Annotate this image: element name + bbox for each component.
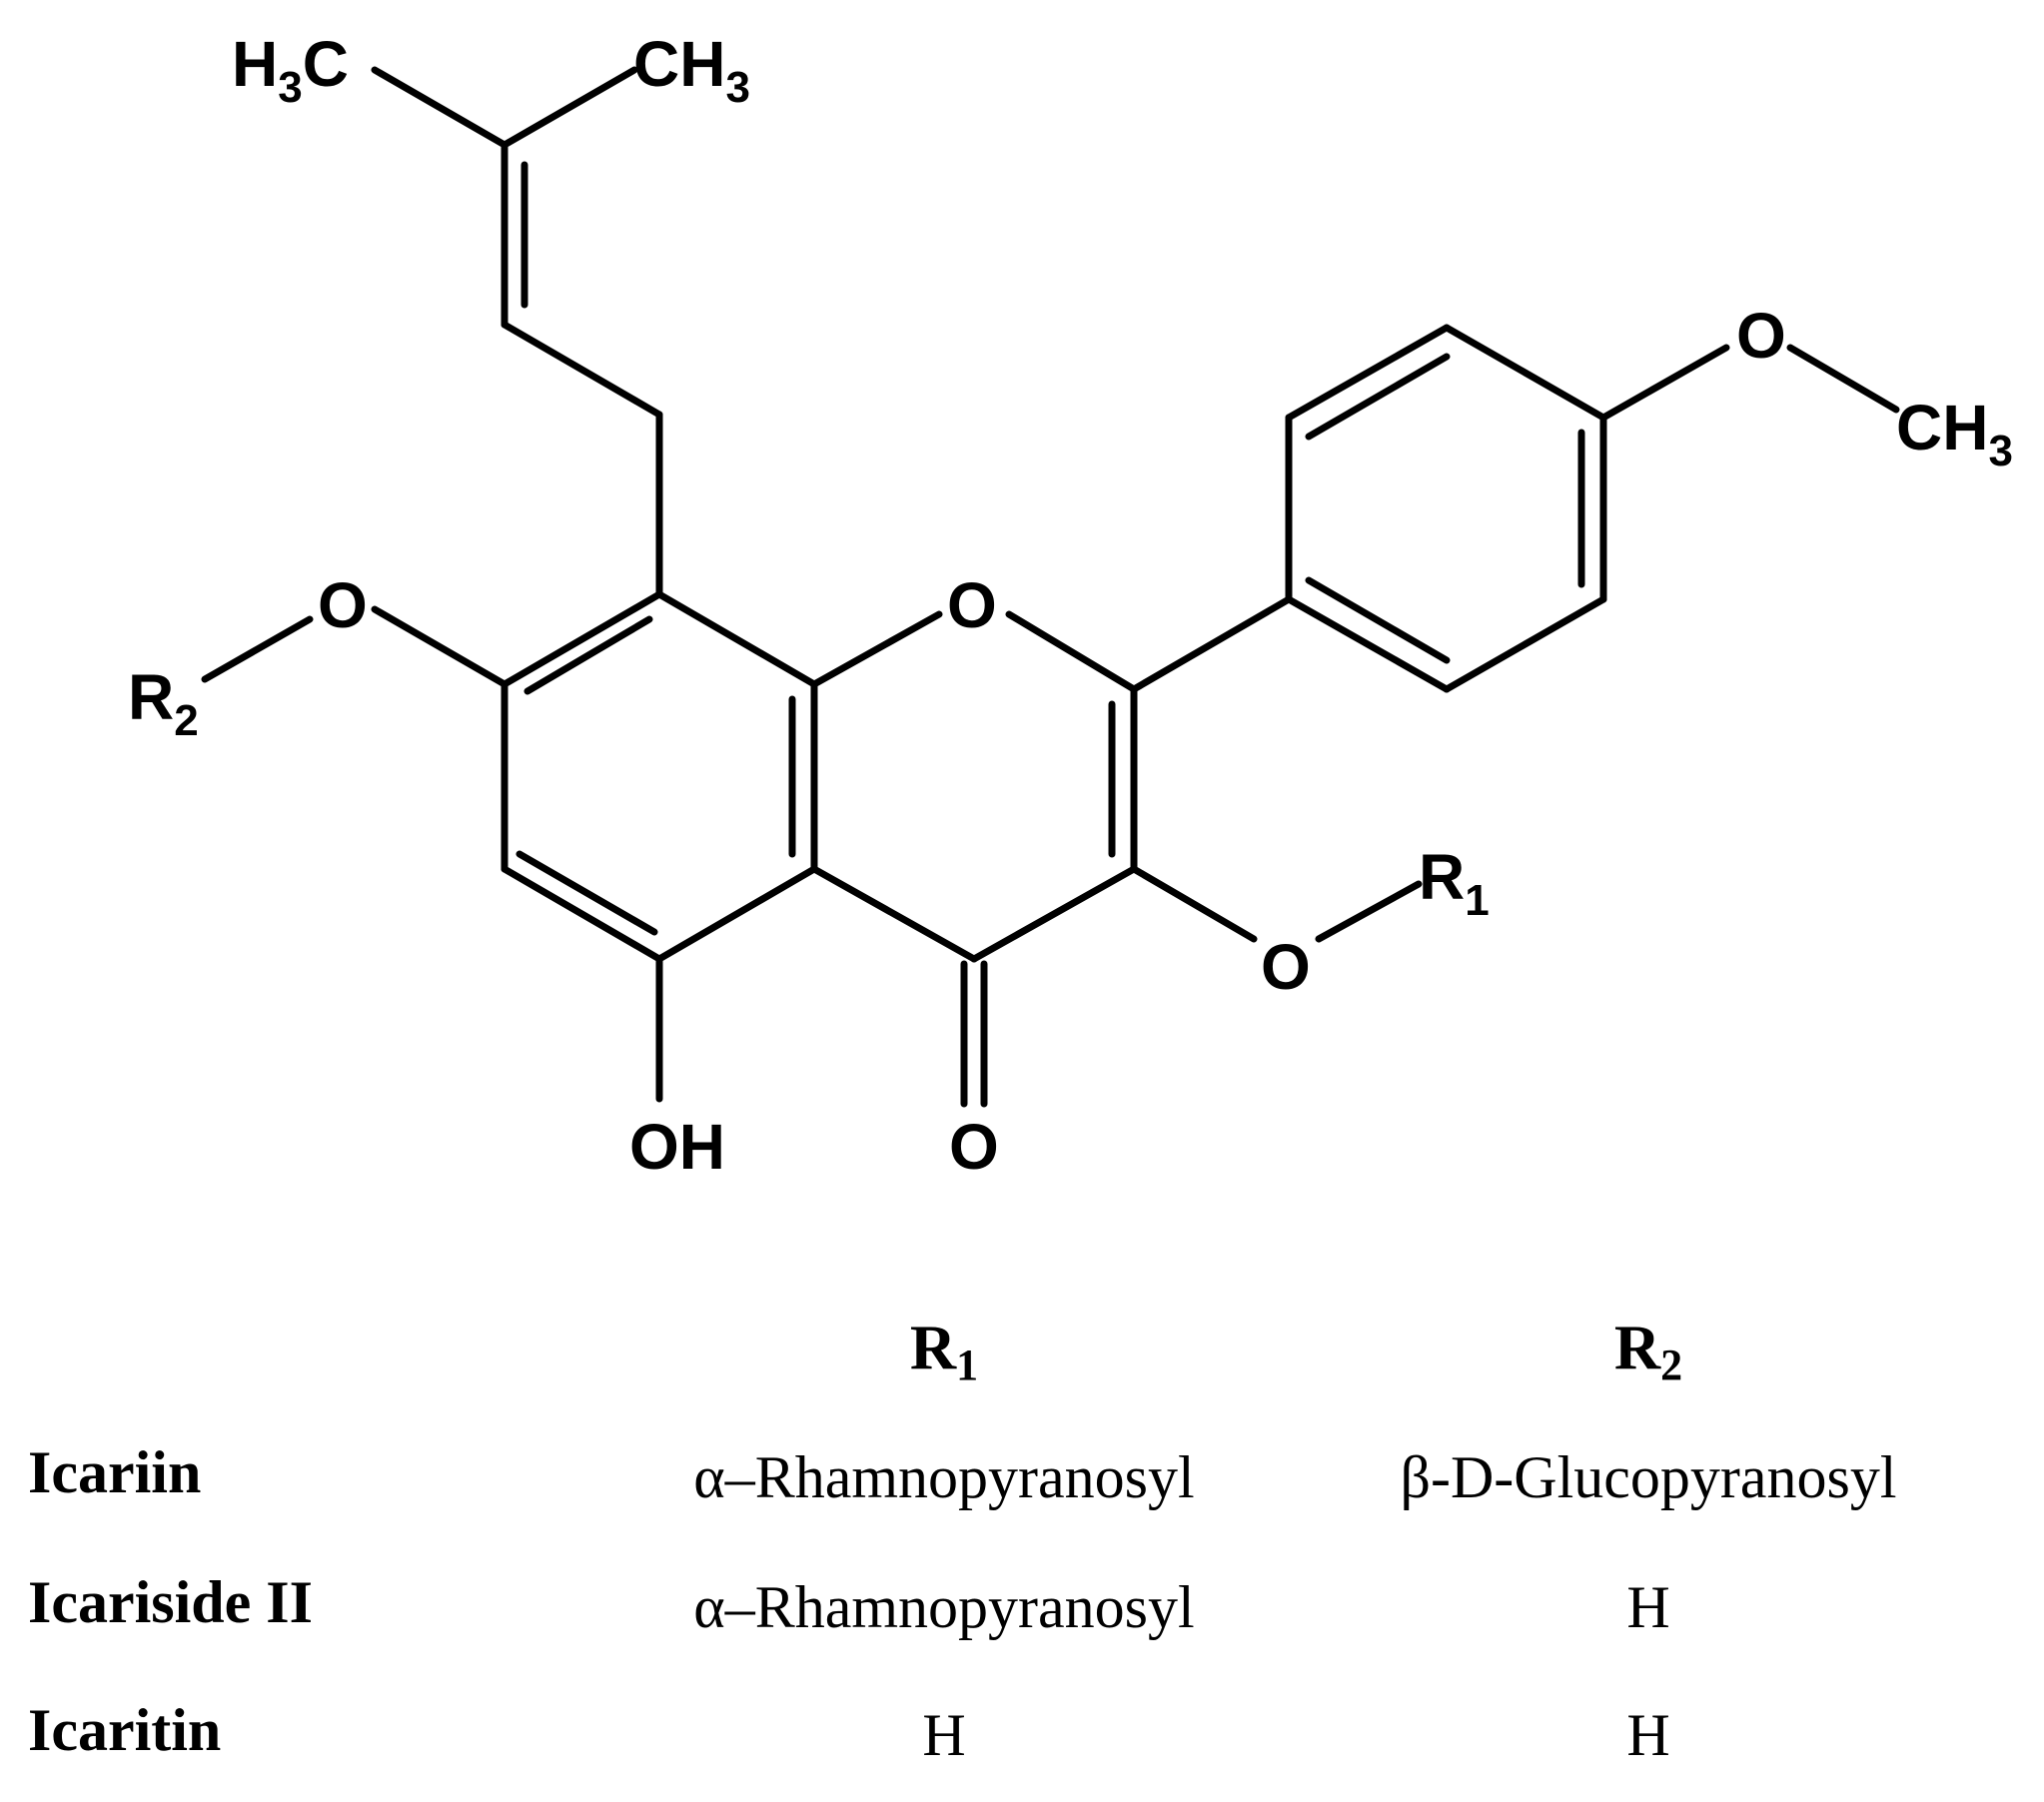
bond <box>371 605 509 688</box>
bond <box>515 850 658 936</box>
bond <box>501 321 663 419</box>
bond <box>1786 344 1900 414</box>
bond <box>810 610 943 688</box>
bond <box>1305 353 1451 441</box>
atom-label-r1: R1 <box>1419 841 1490 925</box>
bond <box>1599 344 1730 422</box>
bond <box>1305 576 1451 664</box>
compound-name: Icariside II <box>28 1569 313 1635</box>
r2-value: H <box>1626 1702 1670 1768</box>
r2-value: β-D-Glucopyranosyl <box>1400 1444 1897 1510</box>
bond <box>970 865 1138 963</box>
bond <box>1130 595 1293 693</box>
atom-labels: H3C CH3 O CH3 O O R2 R1 O OH O <box>128 28 2013 1183</box>
table-header-r1: R1 <box>909 1312 979 1389</box>
atom-label-ring-o: O <box>947 569 997 641</box>
bond <box>1005 610 1138 693</box>
bond <box>371 66 509 149</box>
atom-label-ch3-right: CH3 <box>1896 392 2013 475</box>
bond <box>1285 324 1451 422</box>
atom-label-h3c: H3C <box>232 28 349 112</box>
bond <box>1130 865 1258 943</box>
r2-value: H <box>1626 1574 1670 1640</box>
compound-name: Icariin <box>28 1439 202 1505</box>
r1-value: H <box>922 1702 966 1768</box>
bond <box>1443 595 1607 693</box>
atom-label-carbonyl-o: O <box>949 1111 999 1183</box>
atom-label-r2: R2 <box>128 661 199 745</box>
atom-label-ch3-top: CH3 <box>633 28 750 112</box>
bond <box>655 865 818 963</box>
compound-name: Icaritin <box>28 1697 222 1763</box>
r1-value: α–Rhamnopyranosyl <box>693 1444 1195 1510</box>
chemical-structure: H3C CH3 O CH3 O O R2 R1 O OH O <box>128 28 2013 1183</box>
atom-label-o-r1: O <box>1261 931 1311 1003</box>
bond <box>501 590 663 688</box>
bond <box>1443 324 1607 422</box>
bond <box>501 66 638 149</box>
bonds <box>201 66 1900 1108</box>
bond <box>201 615 314 683</box>
table-header-r2: R2 <box>1613 1312 1683 1389</box>
atom-label-oh: OH <box>629 1111 725 1183</box>
bond <box>1285 595 1451 693</box>
atom-label-o-r2: O <box>318 569 368 641</box>
atom-label-methoxy-o: O <box>1736 300 1786 372</box>
r1-value: α–Rhamnopyranosyl <box>693 1574 1195 1640</box>
bond <box>501 865 663 963</box>
bond <box>523 615 653 695</box>
bond <box>1315 880 1423 943</box>
bond <box>810 865 978 963</box>
bond <box>655 590 818 688</box>
